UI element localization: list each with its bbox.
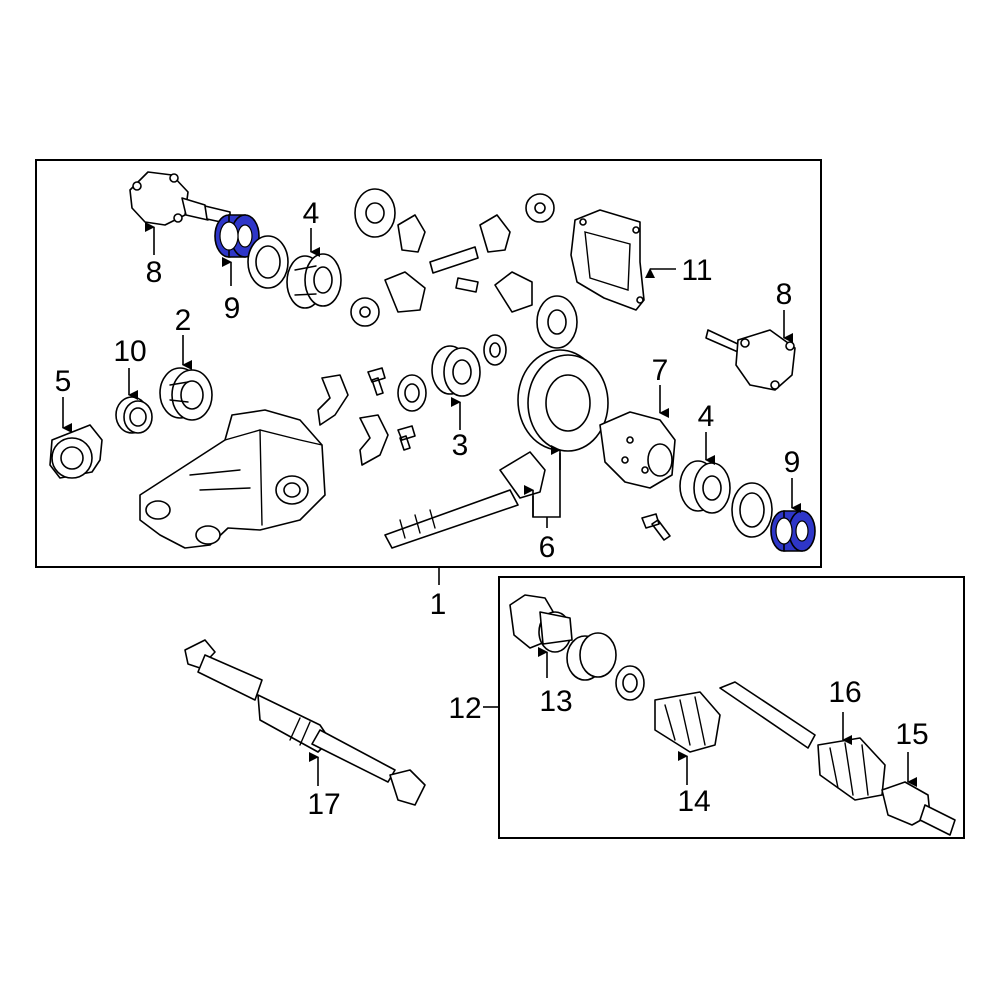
callout-11: 11 (681, 254, 712, 287)
part-3-pinion-bearing (397, 334, 507, 412)
part-8-flange-left (129, 171, 231, 226)
callout-3: 3 (452, 429, 469, 462)
part-13-cv-joint (509, 594, 645, 701)
part-6-ring-gear-pinion (384, 349, 609, 549)
part-15-outer-cv-joint (881, 781, 956, 836)
part-9-bearing-left-highlighted (214, 214, 260, 258)
callout-6: 6 (539, 531, 556, 564)
mounting-brackets-bolts (317, 367, 671, 541)
shim-washer-right (731, 482, 773, 538)
callout-15: 15 (895, 718, 928, 751)
shim-washer-left (247, 235, 289, 289)
callout-8-right: 8 (776, 278, 793, 311)
part-2-bearing (159, 367, 213, 421)
part-7-differential-case (599, 411, 676, 489)
part-11-cover (570, 209, 645, 311)
callout-4-right: 4 (698, 400, 715, 433)
part-16-boot (817, 737, 886, 801)
part-10-seal (115, 396, 153, 434)
callout-9-right: 9 (784, 446, 801, 479)
callout-10: 10 (113, 335, 146, 368)
callout-7: 7 (652, 354, 669, 387)
part-4-bearing-left (286, 253, 342, 309)
part-9-bearing-right-highlighted (770, 510, 816, 552)
callout-8-left: 8 (146, 256, 163, 289)
callout-labels: 8 9 4 2 10 5 3 6 7 4 8 11 9 1 12 13 14 1… (55, 197, 929, 821)
differential-carrier-housing (139, 409, 326, 549)
part-17-propeller-shaft (184, 639, 426, 806)
part-8-flange-right (705, 329, 796, 391)
differential-internal-gears (350, 188, 578, 349)
callout-1: 1 (430, 588, 447, 621)
part-4-bearing-right (679, 460, 731, 514)
part-5-side-seal (49, 424, 103, 479)
callout-13: 13 (539, 685, 572, 718)
callout-4-left: 4 (303, 197, 320, 230)
callout-17: 17 (307, 788, 340, 821)
callout-2: 2 (175, 304, 192, 337)
leader-lines (62, 222, 917, 787)
callout-9-left: 9 (224, 292, 241, 325)
callout-5: 5 (55, 365, 72, 398)
callout-12: 12 (448, 692, 481, 725)
differential-group-frame (35, 159, 822, 568)
part-14-boot (654, 691, 721, 753)
callout-16: 16 (828, 676, 861, 709)
axle-shaft (719, 681, 816, 749)
callout-14: 14 (677, 785, 710, 818)
